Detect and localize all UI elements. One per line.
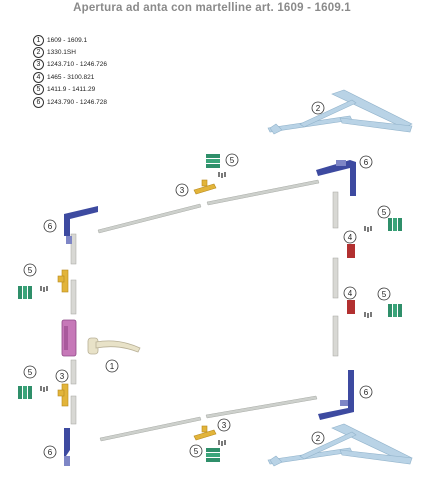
callout-3-left: 3	[55, 369, 69, 383]
callout-5-top: 5	[225, 153, 239, 167]
bottom-rods	[99, 395, 318, 442]
callout-1: 1	[105, 359, 119, 373]
legend-number: 6	[33, 96, 44, 108]
callout-5-label: 5	[194, 447, 199, 456]
stay-arm-bottom	[267, 423, 413, 467]
callout-6-label: 6	[364, 388, 369, 397]
keeper-screws-left-lower	[40, 386, 48, 392]
lock-piece-bottom	[193, 425, 217, 441]
lock-piece-left-upper	[57, 269, 69, 293]
stay-arm-top	[267, 89, 413, 135]
stop-block-upper	[347, 244, 355, 258]
callout-6-label: 6	[48, 222, 53, 231]
legend-number: 2	[33, 47, 44, 59]
callout-4-label: 4	[348, 289, 353, 298]
keeper-screws-right-lower	[364, 312, 372, 318]
legend-number: 4	[33, 71, 44, 83]
callout-5-label: 5	[28, 266, 33, 275]
legend-code: 1330.1SH	[47, 49, 76, 57]
lock-piece-top	[193, 179, 217, 195]
callout-6-bottom-left: 6	[43, 445, 57, 459]
callout-2-label: 2	[316, 434, 321, 443]
keeper-screws-top	[218, 172, 226, 178]
callout-2-top: 2	[311, 101, 325, 115]
callout-6-top-left: 6	[43, 219, 57, 233]
callout-4-lower: 4	[343, 286, 357, 300]
window-handle	[87, 337, 141, 355]
callout-3-label: 3	[180, 186, 185, 195]
callout-6-label: 6	[48, 448, 53, 457]
callout-5-left-lower: 5	[23, 365, 37, 379]
callout-5-left-upper: 5	[23, 263, 37, 277]
keeper-right-lower	[388, 304, 402, 317]
keeper-left-lower	[18, 386, 32, 399]
legend-code: 1243.790 - 1246.728	[47, 98, 107, 106]
callout-3-label: 3	[222, 421, 227, 430]
callout-4-label: 4	[348, 233, 353, 242]
callout-2-label: 2	[316, 104, 321, 113]
corner-top-left	[64, 206, 98, 244]
keeper-left-upper	[18, 286, 32, 299]
corner-bottom-right	[318, 370, 354, 420]
callout-2-bottom: 2	[311, 431, 325, 445]
legend-number: 5	[33, 84, 44, 96]
right-rods	[332, 191, 339, 357]
legend-number: 1	[33, 34, 44, 46]
keeper-bottom	[206, 448, 220, 462]
keeper-screws-left-upper	[40, 286, 48, 292]
callout-5-label: 5	[382, 208, 387, 217]
callout-4-upper: 4	[343, 230, 357, 244]
legend-code: 1411.9 - 1411.29	[47, 86, 96, 94]
callout-1-label: 1	[110, 362, 115, 371]
callout-5-label: 5	[230, 156, 235, 165]
keeper-screws-right-upper	[364, 226, 372, 232]
callout-6-bottom-right: 6	[359, 385, 373, 399]
espagnolette-gearbox	[61, 319, 77, 357]
callout-5-label: 5	[382, 290, 387, 299]
legend-number: 3	[33, 59, 44, 71]
stop-block-lower	[347, 300, 355, 314]
corner-bottom-left	[64, 428, 70, 466]
callout-5-label: 5	[28, 368, 33, 377]
corner-top-right	[316, 160, 356, 196]
legend-code: 1465 - 3100.821	[47, 73, 95, 81]
top-rods	[97, 179, 320, 234]
callout-3-top: 3	[175, 183, 189, 197]
callout-6-top-right: 6	[359, 155, 373, 169]
callout-5-bottom: 5	[189, 444, 203, 458]
page-title: Apertura ad anta con martelline art. 160…	[73, 2, 351, 14]
keeper-right-upper	[388, 218, 402, 231]
legend-code: 1243.710 - 1246.726	[47, 61, 107, 69]
callout-3-bottom: 3	[217, 418, 231, 432]
keeper-screws-bottom	[218, 440, 226, 446]
callout-5-right-lower: 5	[377, 287, 391, 301]
keeper-top	[206, 154, 220, 168]
callout-6-label: 6	[364, 158, 369, 167]
callout-3-label: 3	[60, 372, 65, 381]
callout-5-right-upper: 5	[377, 205, 391, 219]
lock-piece-left-lower	[57, 383, 69, 407]
legend-code: 1609 - 1609.1	[47, 36, 88, 44]
left-rods	[70, 233, 77, 425]
